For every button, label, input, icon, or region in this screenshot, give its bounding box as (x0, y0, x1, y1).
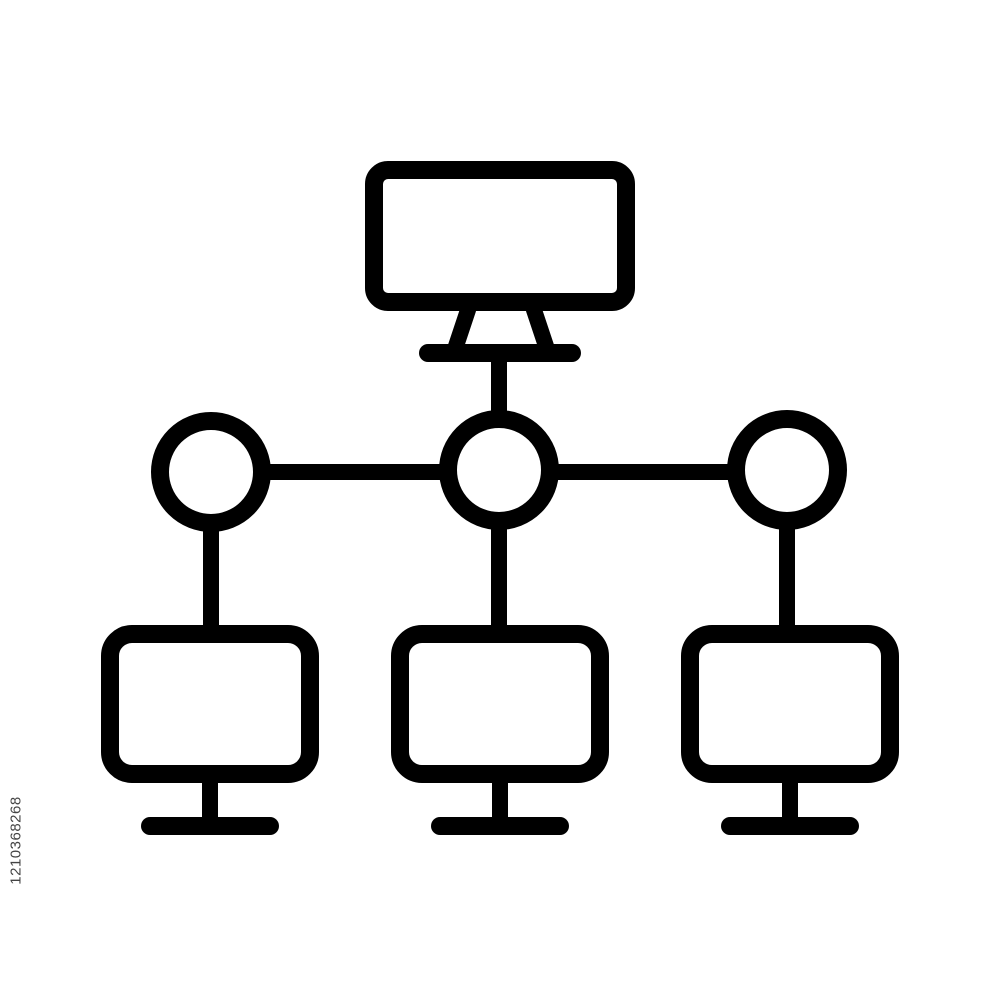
stock-id-watermark: 1210368268 (4, 760, 28, 920)
hub-node-right (727, 410, 847, 530)
hub-node-left (151, 412, 271, 532)
server-monitor-icon (365, 161, 635, 362)
stock-id-text: 1210368268 (7, 795, 25, 885)
network-lines (101, 161, 899, 835)
hub-node-center (439, 410, 559, 530)
client-monitor-center (391, 625, 609, 835)
client-monitor-left (101, 625, 319, 835)
client-monitor-right (681, 625, 899, 835)
